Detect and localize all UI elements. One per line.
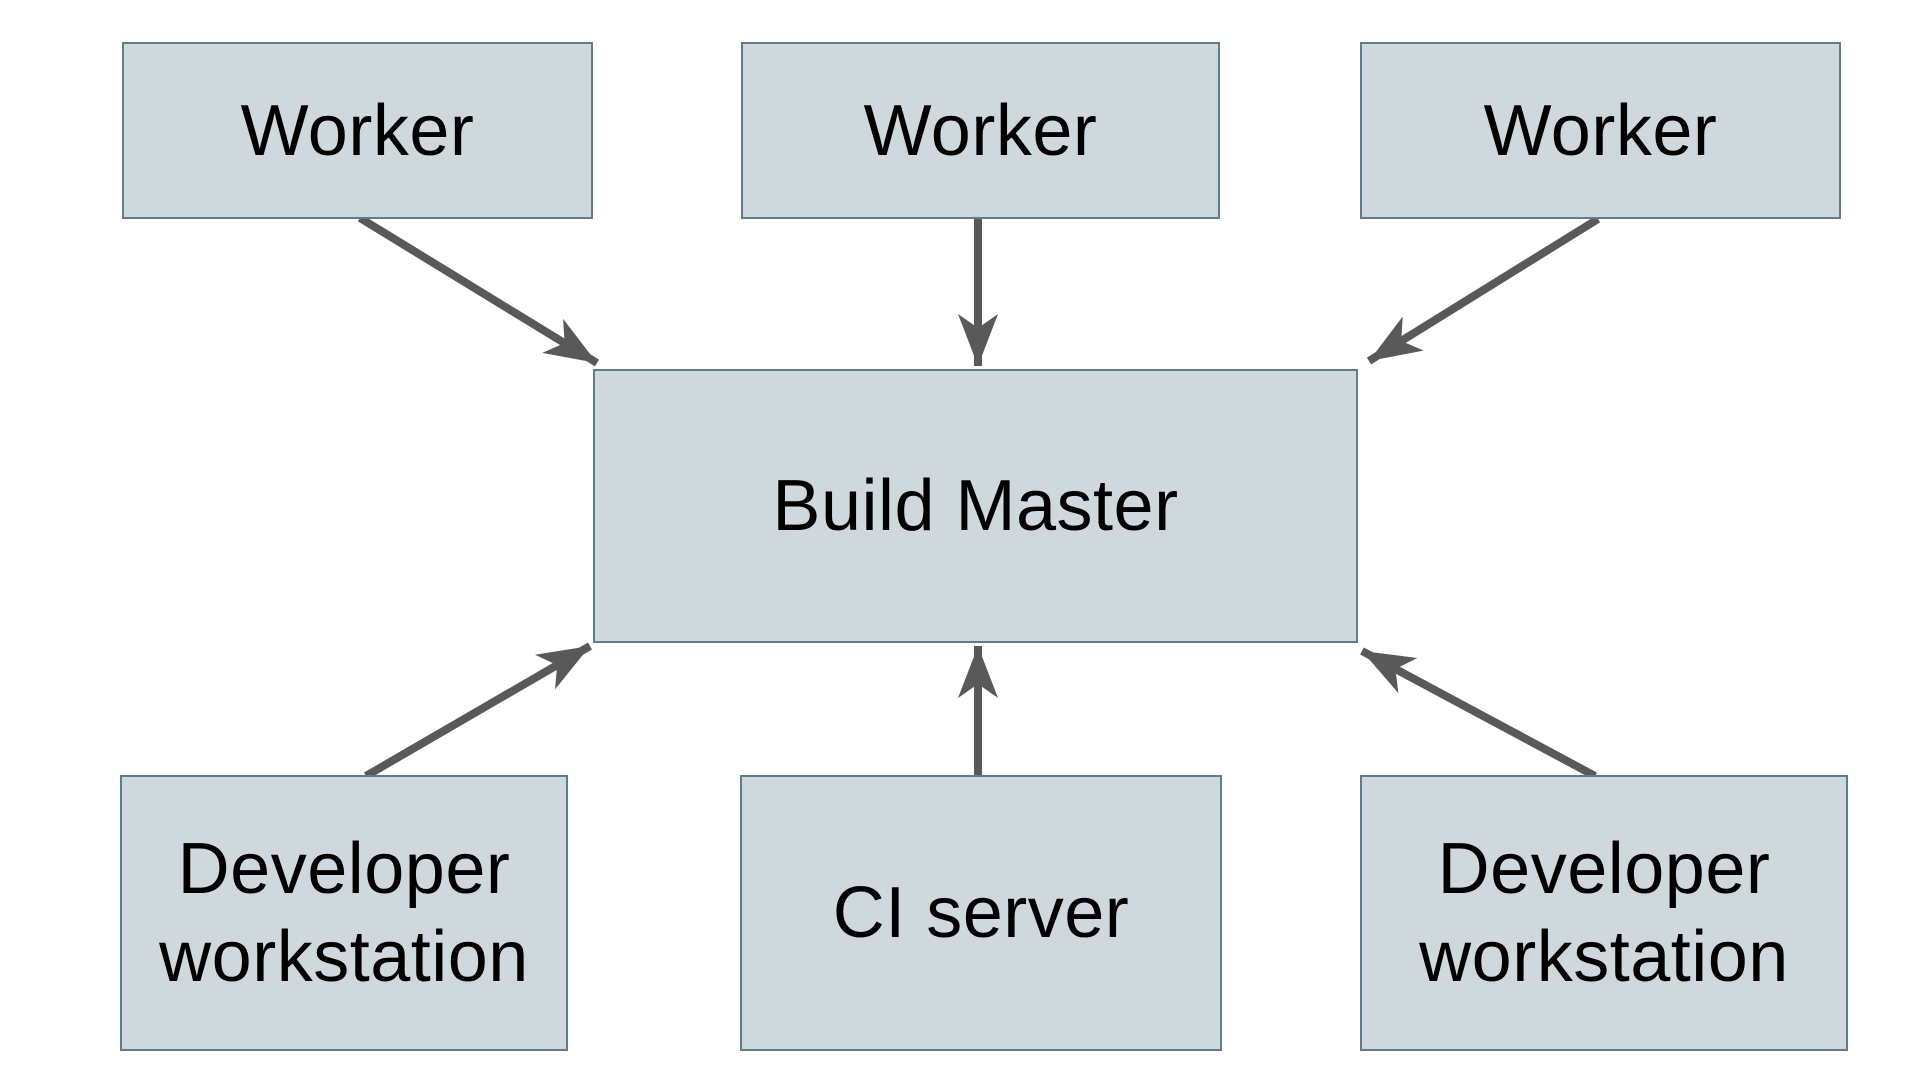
node-build-master: Build Master — [593, 369, 1358, 643]
node-worker-2: Worker — [741, 42, 1220, 219]
node-build-master-label: Build Master — [772, 466, 1179, 546]
node-developer-workstation-right-label: Developer workstation — [1419, 829, 1789, 997]
node-worker-2-label: Worker — [863, 90, 1098, 171]
arrow-devleft-to-buildmaster — [363, 642, 593, 780]
node-developer-workstation-left: Developer workstation — [120, 775, 568, 1051]
arrow-worker1-to-buildmaster — [357, 214, 600, 367]
arrow-worker3-to-buildmaster — [1366, 215, 1601, 365]
node-worker-1-label: Worker — [240, 90, 475, 171]
node-worker-3: Worker — [1360, 42, 1841, 219]
node-worker-1: Worker — [122, 42, 593, 219]
arrow-devright-to-buildmaster — [1360, 647, 1597, 780]
node-ci-server-label: CI server — [832, 873, 1130, 953]
node-developer-workstation-left-label: Developer workstation — [159, 829, 529, 997]
node-ci-server: CI server — [740, 775, 1222, 1051]
node-developer-workstation-right: Developer workstation — [1360, 775, 1848, 1051]
node-worker-3-label: Worker — [1483, 90, 1718, 171]
